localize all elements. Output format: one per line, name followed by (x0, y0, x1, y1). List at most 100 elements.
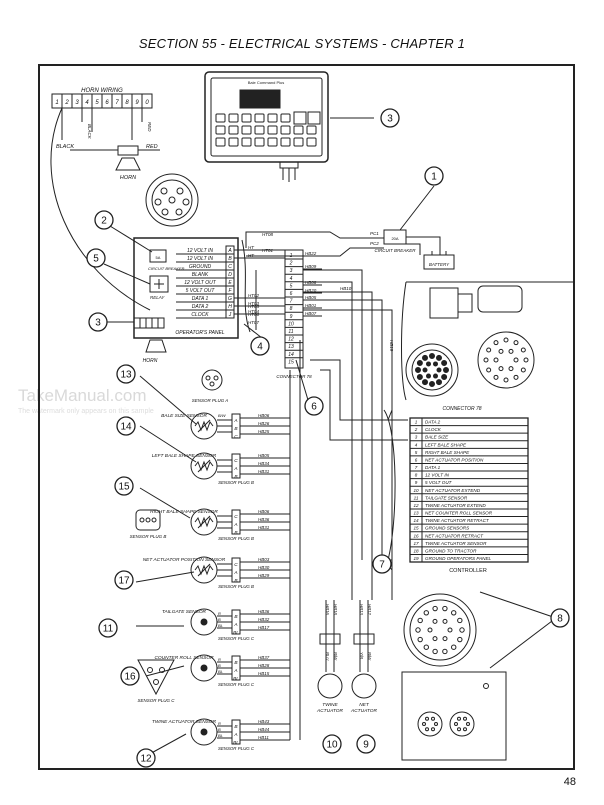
monitor-down-button[interactable] (307, 111, 321, 125)
sensor-plug-a-label: SENSOR PLUG A (192, 398, 229, 403)
connector-78-pin-7: 7 (290, 299, 293, 305)
page-title: SECTION 55 - ELECTRICAL SYSTEMS - CHAPTE… (138, 36, 466, 51)
sensor-name: TAILGATE SENSOR (162, 609, 207, 615)
battery-icon (423, 254, 455, 270)
controller-row-num: 10 (413, 488, 419, 493)
monitor-button[interactable] (241, 125, 252, 135)
monitor-button[interactable] (228, 113, 239, 123)
sensor-name: TWINE ACTUATOR SENSOR (152, 719, 217, 725)
monitor-button[interactable] (241, 137, 252, 147)
monitor-device (204, 71, 329, 182)
callout-number: 8 (557, 614, 563, 625)
sensor-pin-color: BL (218, 623, 223, 628)
sensor-wire-label: HB25 (258, 429, 270, 434)
controller-row-num: 2 (414, 427, 418, 432)
monitor-up-button[interactable] (293, 111, 307, 125)
monitor-button[interactable] (267, 125, 278, 135)
sensor-pin: B (234, 614, 238, 620)
controller-row-num: 13 (413, 511, 419, 516)
connector-78-pin-12: 12 (288, 337, 294, 343)
connector-78-pin-11: 11 (288, 329, 293, 335)
controller-row-label: BALE SIZE (425, 435, 449, 440)
monitor-button[interactable] (254, 125, 265, 135)
callout-14 (116, 416, 136, 436)
monitor-display (239, 89, 281, 109)
callout-leaders (103, 117, 557, 757)
callout-1 (424, 166, 444, 186)
callout-number: 15 (118, 482, 130, 493)
main-harness (289, 269, 408, 740)
controller-row-num: 4 (415, 442, 418, 447)
actuator-name-2: ACTUATOR (350, 708, 377, 714)
callout-13 (116, 364, 136, 384)
sensor-plug-label: SENSOR PLUG B (218, 480, 254, 485)
monitor-button[interactable] (215, 137, 226, 147)
actuator-plug (353, 633, 375, 645)
monitor-button[interactable] (280, 113, 291, 123)
horn-cell-9: 9 (135, 100, 139, 106)
monitor-button[interactable] (241, 113, 252, 123)
controller-row-label: GROUND TO TRACTOR (425, 548, 477, 553)
panel-wire-label: HT04 (248, 309, 260, 314)
monitor-button[interactable] (254, 113, 265, 123)
sensor-name: RIGHT BALE SHAPE SENSOR (150, 509, 218, 515)
monitor-button[interactable] (215, 125, 226, 135)
controller-row-label: NET ACTUATOR RETRACT (425, 533, 484, 538)
monitor-button[interactable] (267, 113, 278, 123)
round-connector (145, 173, 199, 227)
horn-wire-red-top: RED (147, 122, 152, 132)
connector-78-wire: HB22 (305, 251, 317, 256)
sensor-plug-label: SENSOR PLUG C (218, 746, 255, 751)
sensor-plug-b-icon (135, 509, 161, 531)
controller-row-num: 11 (414, 495, 419, 500)
diagram-frame (38, 64, 575, 770)
panel-breaker (149, 249, 167, 263)
sensor-pin: BL (233, 676, 239, 682)
monitor-button[interactable] (267, 137, 278, 147)
callout-6 (304, 396, 324, 416)
monitor-button[interactable] (228, 125, 239, 135)
sensor-wire-label: HB34 (258, 461, 270, 466)
connector-78-wire: HB08 (305, 280, 317, 285)
monitor-button[interactable] (228, 137, 239, 147)
callout-number: 4 (257, 342, 263, 353)
controller-row-num: 3 (415, 435, 418, 440)
sensor-pin: BL (233, 630, 239, 636)
sensor-wire-label: HB05 (258, 453, 270, 458)
connector-78-pin-9: 9 (290, 314, 293, 320)
controller-connector (401, 593, 507, 761)
controller-row-num: 7 (415, 465, 418, 470)
panel-pin-C: C (228, 264, 232, 270)
connector-78-wire: HB01 (305, 303, 317, 308)
actuator-name-2: ACTUATOR (316, 708, 343, 714)
callout-number: 5 (93, 254, 99, 265)
watermark-sub: The watermark only appears on this sampl… (18, 408, 154, 415)
breaker-wire-1: PC1 (370, 231, 379, 236)
callout-number: 10 (326, 740, 338, 751)
sensor-pin-color: B (218, 663, 221, 668)
sensor-wire-label: HB37 (258, 655, 270, 660)
battery-label: BATTERY (429, 262, 450, 267)
panel-row-label: CLOCK (191, 312, 209, 318)
monitor-button[interactable] (306, 125, 317, 135)
breaker-wire-2: PC2 (370, 241, 379, 246)
monitor-button[interactable] (215, 113, 226, 123)
sensor-pin: A (233, 622, 237, 628)
sensor-plug-c-side-label: SENSOR PLUG C (137, 698, 175, 703)
main-breaker (364, 229, 455, 270)
sensor-name: COUNTER ROLL SENSOR (154, 655, 214, 661)
panel-wire-label: HT03 (248, 301, 260, 306)
monitor-button[interactable] (293, 125, 304, 135)
monitor-button[interactable] (280, 137, 291, 147)
monitor-button[interactable] (293, 137, 304, 147)
panel-wire-label: HT (248, 253, 255, 258)
monitor-button[interactable] (306, 137, 317, 147)
connector-78-pin-14: 14 (288, 352, 294, 358)
sensor-pin: B (234, 660, 238, 666)
operators-panel (133, 237, 239, 353)
controller-row-label: 5 VOLT OUT (425, 480, 453, 485)
panel-label: OPERATOR'S PANEL (175, 330, 225, 336)
actuator-motor-icon (317, 673, 343, 699)
monitor-button[interactable] (280, 125, 291, 135)
monitor-button[interactable] (254, 137, 265, 147)
